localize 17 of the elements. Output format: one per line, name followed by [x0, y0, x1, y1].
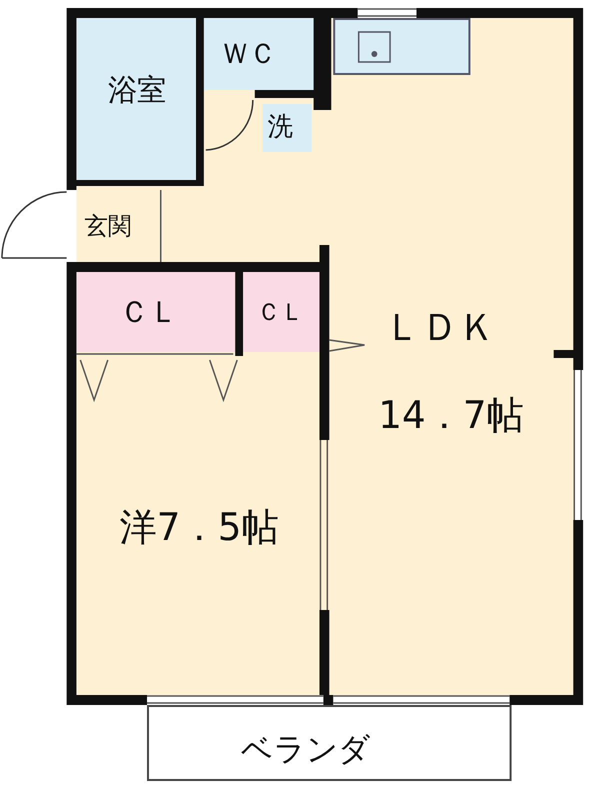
- room-label: 玄関: [84, 214, 132, 238]
- room-label: ＬＤＫ: [384, 308, 496, 346]
- room-label: 浴室: [108, 76, 167, 106]
- room-label: ＣＬ: [256, 300, 304, 324]
- room-label: ＣＬ: [120, 298, 178, 328]
- room-label: ＷＣ: [221, 40, 276, 68]
- toilet-room: [204, 18, 316, 90]
- laundry-space: [262, 104, 312, 152]
- closet: [76, 272, 236, 352]
- closet: [243, 272, 322, 352]
- room-label: 14．7帖: [378, 396, 524, 434]
- bathroom: [76, 18, 198, 182]
- kitchen-counter: [333, 18, 470, 75]
- room-label: 洗: [268, 114, 294, 140]
- balcony: [147, 705, 512, 781]
- room-label: ベランダ: [241, 733, 370, 765]
- room-label: 洋7．5帖: [120, 508, 279, 546]
